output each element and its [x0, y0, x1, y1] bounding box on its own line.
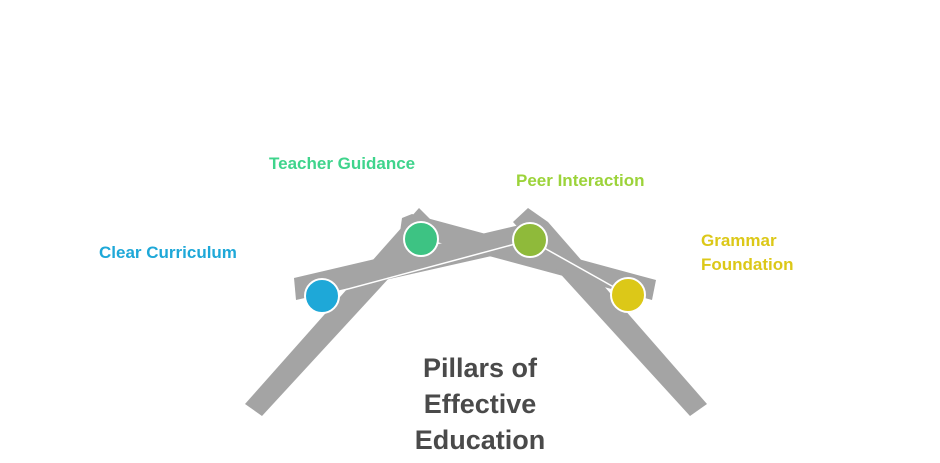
title-line-1: Pillars of — [422, 353, 538, 383]
peer-interaction-node — [512, 222, 548, 258]
label-teacher-guidance: Teacher Guidance — [269, 154, 416, 173]
grammar-foundation-node — [610, 277, 646, 313]
title-line-2: Effective — [423, 389, 537, 419]
front-beam-center-line — [321, 239, 531, 297]
right-leg-beam — [513, 208, 707, 416]
label-peer-interaction: Peer Interaction — [516, 171, 645, 190]
label-grammar-line-2: Foundation — [701, 255, 794, 274]
front-beam — [294, 220, 545, 300]
title-line-3: Education — [414, 425, 546, 455]
label-grammar-line-1: Grammar — [701, 231, 777, 250]
diagram-title: Pillars of Effective Education — [380, 350, 580, 458]
label-clear-curriculum: Clear Curriculum — [99, 243, 237, 262]
label-grammar-foundation: Grammar Foundation — [701, 229, 811, 277]
teacher-guidance-node — [403, 221, 439, 257]
right-beam-center-line — [529, 239, 629, 296]
clear-curriculum-node — [304, 278, 340, 314]
